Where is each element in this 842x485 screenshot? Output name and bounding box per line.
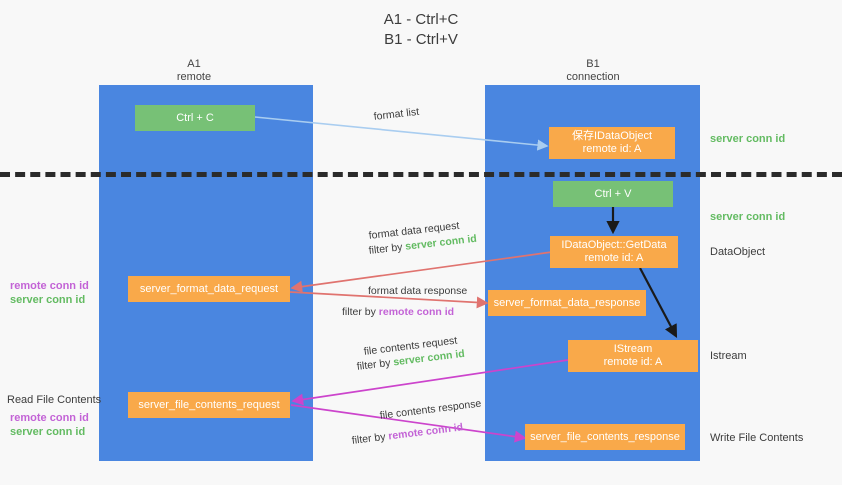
label-write-file-contents: Write File Contents	[710, 432, 804, 444]
title-line-1: A1 - Ctrl+C	[383, 11, 459, 28]
box-istream-line2: remote id: A	[603, 356, 663, 368]
dashed-divider	[0, 172, 842, 177]
box-server-format-data-response-label: server_format_data_response	[493, 296, 641, 309]
box-istream[interactable]: IStream remote id: A	[568, 340, 698, 372]
box-server-file-contents-response-label: server_file_contents_response	[530, 430, 680, 443]
box-save-idataobject-line2: remote id: A	[582, 143, 642, 155]
box-ctrl-v[interactable]: Ctrl + V	[553, 181, 673, 207]
filter-prefix: filter by	[342, 306, 379, 318]
edge-label-format-data-response: format data response	[368, 284, 467, 298]
filter-key-remote-conn-id: remote conn id	[378, 306, 455, 318]
box-ctrl-c-label: Ctrl + C	[176, 111, 214, 124]
panel-label-left: A1 remote	[139, 58, 249, 84]
label-server-conn-id-bottom-left: server conn id	[10, 426, 86, 438]
label-server-conn-id-top-left: server conn id	[10, 294, 86, 306]
edge-label-format-list-text: format list	[373, 105, 420, 123]
edge-label-format-data-response-filter: filter by remote conn id	[342, 305, 454, 319]
panel-right-role: connection	[566, 71, 620, 83]
filter-prefix: filter by	[368, 240, 407, 257]
box-server-file-contents-request-label: server_file_contents_request	[138, 398, 280, 411]
box-istream-line1: IStream	[613, 343, 653, 355]
box-save-idataobject[interactable]: 保存IDataObject remote id: A	[549, 127, 675, 159]
edge-label-file-contents-response-filter: filter by remote conn id	[351, 420, 464, 448]
box-idataobject-getdata-line1: IDataObject::GetData	[561, 239, 667, 251]
edge-label-format-list: format list	[373, 105, 420, 124]
label-remote-conn-id-bottom-left: remote conn id	[10, 412, 89, 424]
box-ctrl-c[interactable]: Ctrl + C	[135, 105, 255, 131]
box-server-file-contents-request[interactable]: server_file_contents_request	[128, 392, 290, 418]
box-server-format-data-request[interactable]: server_format_data_request	[128, 276, 290, 302]
label-remote-conn-id-top-left: remote conn id	[10, 280, 89, 292]
label-istream: Istream	[710, 350, 747, 362]
panel-left-role: remote	[176, 71, 212, 83]
filter-key-remote-conn-id: remote conn id	[387, 421, 464, 443]
box-ctrl-v-label: Ctrl + V	[594, 187, 632, 200]
box-idataobject-getdata-line2: remote id: A	[584, 252, 644, 264]
box-server-format-data-request-label: server_format_data_request	[139, 282, 279, 295]
panel-label-right: B1 connection	[538, 58, 648, 84]
box-server-format-data-response[interactable]: server_format_data_response	[488, 290, 646, 316]
filter-prefix: filter by	[356, 356, 395, 373]
label-server-conn-id-top-right: server conn id	[710, 133, 786, 145]
edge-label-file-contents-response: file contents response	[379, 397, 482, 423]
title-line-2: B1 - Ctrl+V	[384, 31, 458, 48]
edge-label-format-data-response-text: format data response	[368, 285, 468, 297]
label-read-file-contents: Read File Contents	[7, 394, 102, 406]
filter-prefix: filter by	[351, 430, 390, 447]
panel-left-name: A1	[187, 58, 201, 70]
label-dataobject: DataObject	[710, 246, 766, 258]
box-idataobject-getdata[interactable]: IDataObject::GetData remote id: A	[550, 236, 678, 268]
box-save-idataobject-line1: 保存IDataObject	[571, 130, 653, 142]
edge-label-file-contents-response-text: file contents response	[379, 397, 482, 422]
panel-right-name: B1	[586, 58, 600, 70]
label-server-conn-id-mid-right: server conn id	[710, 211, 786, 223]
box-server-file-contents-response[interactable]: server_file_contents_response	[525, 424, 685, 450]
page-title: A1 - Ctrl+C B1 - Ctrl+V	[0, 10, 842, 50]
